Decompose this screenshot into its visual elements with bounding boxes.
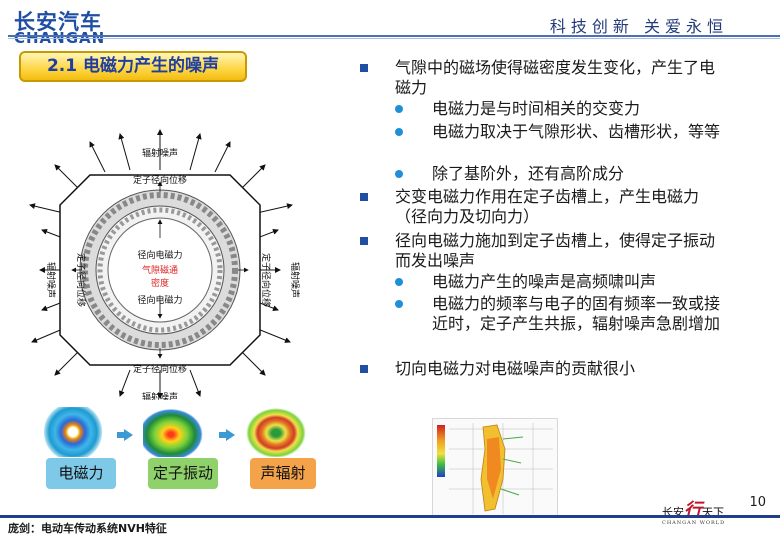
label-radiated-noise-bottom: 辐射噪声 bbox=[142, 391, 178, 400]
dot-bullet-icon bbox=[395, 278, 403, 286]
flow-step-em-force: 电磁力 bbox=[46, 458, 116, 489]
bullet-text: 径向电磁力施加到定子齿槽上，使得定子振动而发出噪声 bbox=[395, 231, 716, 270]
label-radiated-noise-top: 辐射噪声 bbox=[142, 147, 178, 159]
bullet-text: 电磁力是与时间相关的交变力 bbox=[432, 99, 641, 118]
flow-step-sound-radiation: 声辐射 bbox=[250, 458, 316, 489]
square-bullet-icon bbox=[360, 193, 368, 201]
bullet-text: 气隙中的磁场使得磁密度发生变化，产生了电磁力 bbox=[395, 58, 716, 97]
flow-arrow-icon bbox=[219, 429, 235, 441]
bullet-text: 电磁力的频率与电子的固有频率一致或接近时，定子产生共振，辐射噪声急剧增加 bbox=[432, 294, 721, 333]
label-stator-displacement-left: 定子径向位移 bbox=[75, 253, 87, 307]
label-radial-force-top: 径向电磁力 bbox=[137, 249, 182, 261]
dot-bullet-icon bbox=[395, 105, 403, 113]
flow-arrow-icon bbox=[117, 429, 133, 441]
label-flux-density-1: 气隙磁通 bbox=[142, 264, 178, 276]
footer-logo: 长安行天下 CHANGAN WORLD bbox=[662, 496, 725, 526]
bullet-text: 除了基阶外，还有高阶成分 bbox=[432, 164, 625, 183]
fea-result-image bbox=[432, 418, 558, 517]
square-bullet-icon bbox=[360, 365, 368, 373]
footer-author: 庞剑：电动车传动系统NVH特征 bbox=[8, 522, 167, 535]
label-radial-force-bottom: 径向电磁力 bbox=[137, 294, 182, 306]
label-radiated-noise-right: 辐射噪声 bbox=[289, 262, 301, 298]
header-divider bbox=[8, 35, 780, 37]
footer-divider bbox=[0, 515, 780, 518]
dot-bullet-icon bbox=[395, 300, 403, 308]
section-title: 2.1 电磁力产生的噪声 bbox=[19, 51, 247, 82]
bullet-text: 交变电磁力作用在定子齿槽上，产生电磁力（径向力及切向力） bbox=[395, 187, 700, 226]
bullet-text: 电磁力取决于气隙形状、齿槽形状，等等 bbox=[432, 122, 721, 141]
page-number: 10 bbox=[749, 495, 766, 510]
square-bullet-icon bbox=[360, 64, 368, 72]
bullet-text: 电磁力产生的噪声是高频啸叫声 bbox=[432, 272, 657, 291]
flow-step-stator-vibration: 定子振动 bbox=[148, 458, 218, 489]
stator-vibration-thumbnail bbox=[143, 407, 205, 457]
label-stator-displacement-top: 定子径向位移 bbox=[133, 174, 187, 186]
logo-chinese: 长安汽车 bbox=[14, 10, 102, 34]
square-bullet-icon bbox=[360, 237, 368, 245]
header-divider-thin bbox=[8, 38, 780, 39]
label-flux-density-2: 密度 bbox=[151, 277, 169, 289]
slogan: 科技创新 关爱永恒 bbox=[549, 17, 728, 36]
label-radiated-noise-left: 辐射噪声 bbox=[45, 262, 57, 298]
footer-logo-sub: CHANGAN WORLD bbox=[662, 520, 726, 526]
em-force-thumbnail bbox=[42, 407, 104, 457]
dot-bullet-icon bbox=[395, 170, 403, 178]
dot-bullet-icon bbox=[395, 128, 403, 136]
label-stator-displacement-bottom: 定子径向位移 bbox=[133, 363, 187, 375]
sound-radiation-thumbnail bbox=[245, 407, 307, 457]
fea-plot bbox=[437, 423, 553, 514]
bullet-text: 切向电磁力对电磁噪声的贡献很小 bbox=[395, 359, 636, 378]
motor-noise-diagram: 辐射噪声 辐射噪声 定子径向位移 定子径向位移 辐射噪声 辐射噪声 定子径向位移… bbox=[29, 129, 301, 400]
label-stator-displacement-right: 定子径向位移 bbox=[260, 253, 272, 307]
